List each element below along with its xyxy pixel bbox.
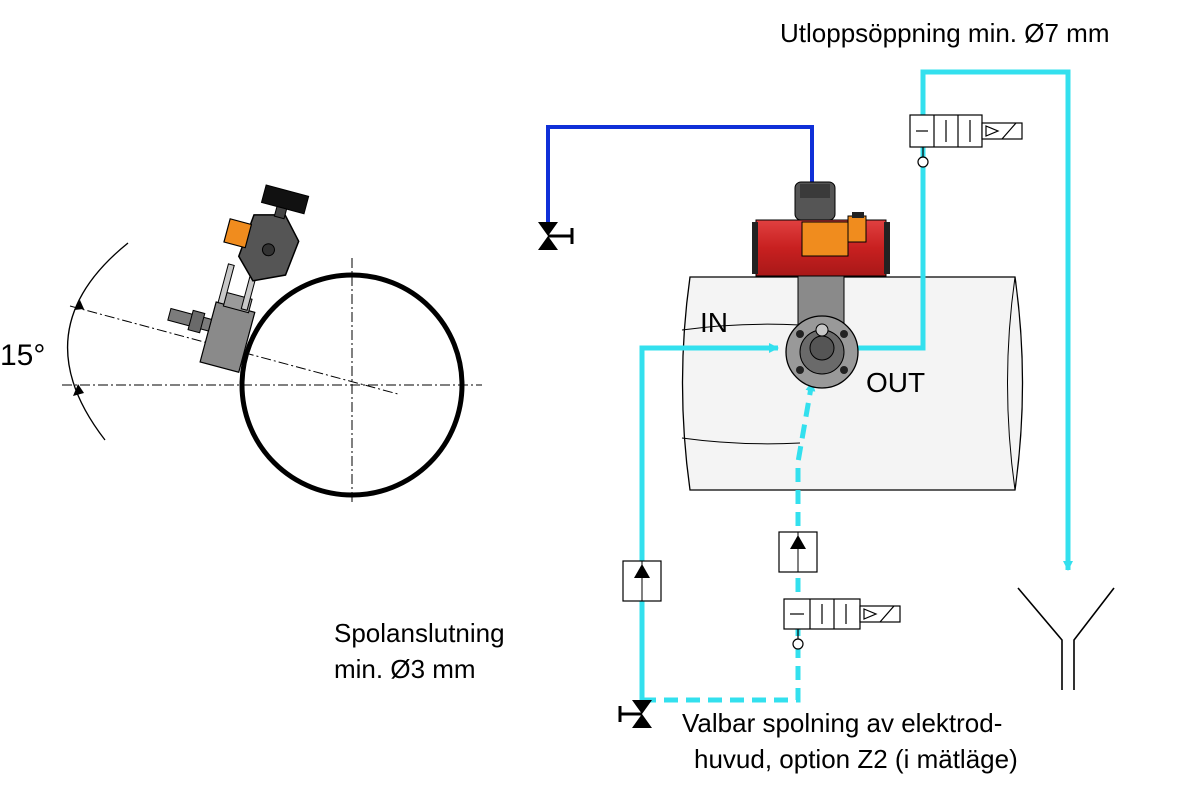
flush-supply-valve-icon — [618, 700, 652, 728]
inlet-label: IN — [700, 307, 728, 338]
check-valve-z2 — [778, 531, 818, 573]
outlet-opening-label: Utloppsöppning min. Ø7 mm — [780, 18, 1109, 48]
process-pipe — [681, 276, 1024, 491]
angle-label: 15° — [0, 339, 45, 372]
outlet-line — [820, 69, 1073, 571]
optional-z2-flush-line — [642, 381, 816, 703]
check-valve-inlet — [622, 560, 662, 602]
outlet-label: OUT — [866, 367, 925, 398]
electrode-sensor-side — [167, 184, 310, 373]
angle-arc — [66, 242, 129, 441]
electrode-sensor — [785, 275, 859, 389]
solenoid-valve-outlet — [909, 114, 1023, 168]
optional-flushing-label-line2: huvud, option Z2 (i mätläge) — [694, 744, 1018, 774]
pneumatic-actuator — [752, 181, 890, 277]
pipe-assembly — [681, 276, 1024, 491]
flush-connection-label-line2: min. Ø3 mm — [334, 654, 476, 684]
flush-connection-label-line1: Spolanslutning — [334, 618, 505, 648]
solenoid-valve-flush — [783, 598, 901, 650]
optional-flushing-label-line1: Valbar spolning av elektrod- — [682, 708, 1002, 738]
side-view-installation: 15° — [0, 184, 482, 505]
drain-funnel — [1017, 587, 1115, 690]
